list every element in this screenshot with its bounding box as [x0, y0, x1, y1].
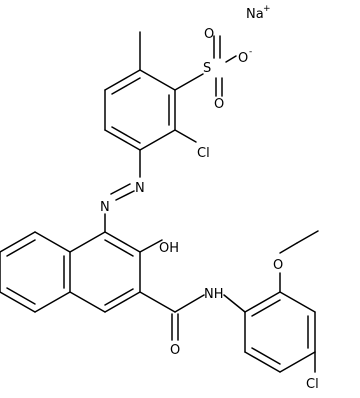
- sulfonate-oxygen-anion-label: O: [238, 51, 248, 66]
- sodium-counter-ion: Na +: [246, 4, 271, 22]
- sulfonate-oxygen-bottom-label: O: [214, 97, 224, 112]
- methoxy-oxygen-label: O: [273, 258, 283, 273]
- amide-oxygen-label: O: [170, 343, 180, 358]
- amide-nh-label: NH: [204, 287, 224, 302]
- methoxy-group: O: [273, 230, 319, 293]
- hydroxy-label: OH: [159, 241, 179, 256]
- amide-group: O NH: [139, 287, 246, 358]
- bottom-benzene-ring: [244, 291, 316, 373]
- azo-nitrogen-2-label: N: [100, 200, 110, 215]
- naphthalene-right-ring: [69, 231, 141, 313]
- sulfonate-group: S O O O -: [174, 27, 252, 112]
- sulfur-label: S: [203, 61, 211, 76]
- sulfonate-oxygen-top-label: O: [204, 27, 214, 42]
- azo-nitrogen-1-label: N: [135, 181, 145, 196]
- sodium-positive-charge: +: [263, 4, 271, 14]
- chloro-label-1: Cl: [197, 146, 210, 161]
- naphthalene-left-ring: [0, 231, 71, 313]
- chloro-label-2: Cl: [306, 377, 319, 392]
- hydroxy-bond: [139, 239, 163, 253]
- azo-linkage: N N: [100, 149, 145, 233]
- oxygen-negative-charge: -: [249, 47, 252, 57]
- top-benzene-ring: [104, 69, 176, 151]
- chloro-bond-1: [174, 129, 197, 143]
- sodium-label: Na: [246, 7, 264, 22]
